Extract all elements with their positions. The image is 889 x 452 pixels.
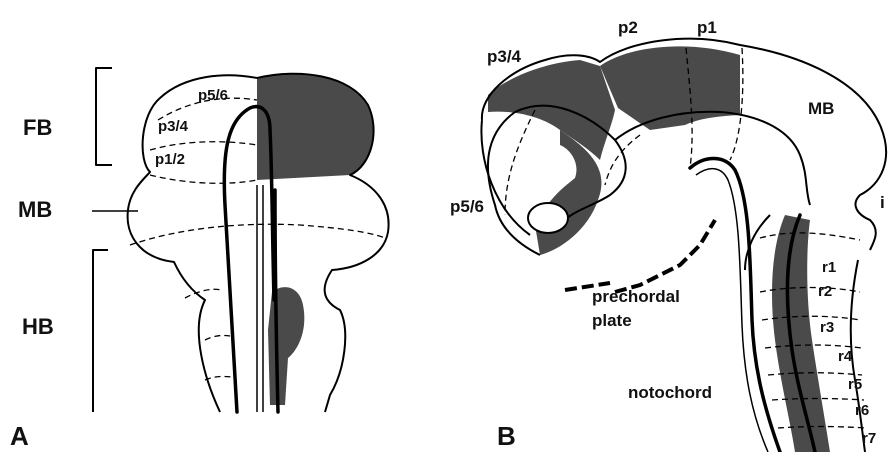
hb-boundary-3 xyxy=(205,376,232,380)
label-mb: MB xyxy=(808,99,834,118)
p12-label: p1/2 xyxy=(155,151,185,168)
label-r6: r6 xyxy=(855,402,869,419)
p34-shaded-region xyxy=(488,60,615,160)
label-p1: p1 xyxy=(697,18,717,37)
p34-p2-boundary xyxy=(605,135,640,185)
hb-boundary-1 xyxy=(185,289,222,298)
label-r5: r5 xyxy=(848,376,862,393)
prechordal-plate xyxy=(565,220,715,292)
label-p34: p3/4 xyxy=(487,47,522,66)
p56-p34-boundary xyxy=(505,110,535,215)
forebrain-shaded-region xyxy=(257,74,374,180)
optic-vesicle xyxy=(528,203,568,233)
hindbrain-shaded-stripe xyxy=(268,287,304,405)
hindbrain-outer-contour xyxy=(851,260,865,452)
r1-boundary xyxy=(760,233,860,240)
hb-label: HB xyxy=(22,314,54,339)
mb-label: MB xyxy=(18,197,52,222)
label-r3: r3 xyxy=(820,319,834,336)
label-prechordal: prechordal xyxy=(592,287,680,306)
label-r4: r4 xyxy=(838,348,853,365)
panel-b: p3/4 p2 p1 MB i p5/6 prechordal plate no… xyxy=(450,18,886,452)
label-r1: r1 xyxy=(822,259,836,276)
label-r7: r7 xyxy=(862,430,876,447)
panel-a-letter: A xyxy=(10,421,29,451)
label-isthmus: i xyxy=(880,193,885,212)
label-p2: p2 xyxy=(618,18,638,37)
label-notochord: notochord xyxy=(628,383,712,402)
notochord-outer-line xyxy=(690,158,780,452)
panel-a: FB MB HB p5/6 p3/4 p1/2 A xyxy=(10,68,389,451)
hb-bracket xyxy=(93,250,108,412)
p34-label: p3/4 xyxy=(158,118,189,135)
fb-label: FB xyxy=(23,115,52,140)
p56-label: p5/6 xyxy=(198,87,228,104)
panel-b-letter: B xyxy=(497,421,516,451)
p12-boundary xyxy=(150,175,257,183)
p34-boundary xyxy=(150,142,257,150)
label-r2: r2 xyxy=(818,283,832,300)
label-p56: p5/6 xyxy=(450,197,484,216)
p2-p1-shaded-region xyxy=(600,46,740,130)
fb-bracket xyxy=(96,68,112,165)
notochord-inner-line xyxy=(696,169,768,452)
hb-boundary-2 xyxy=(205,335,230,340)
label-plate: plate xyxy=(592,311,632,330)
